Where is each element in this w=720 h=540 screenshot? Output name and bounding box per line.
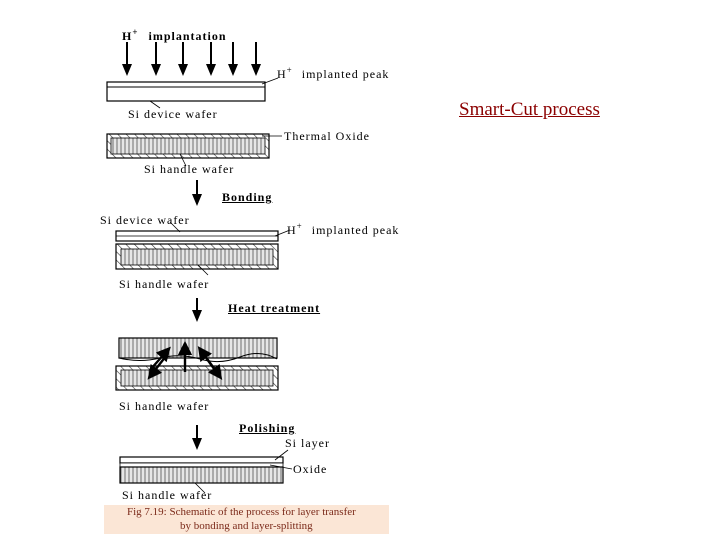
caption-line-2: by bonding and layer-splitting [180, 520, 313, 532]
h-implantation-label: H+ implantation [122, 27, 227, 43]
handle-wafer-1 [106, 133, 282, 167]
heat-treatment-arrow [192, 298, 202, 322]
arrow-2 [151, 42, 161, 76]
bonded-stack [115, 221, 291, 276]
si-handle-wafer-label-2: Si handle wafer [119, 277, 210, 291]
slide-title: Smart-Cut process [459, 99, 600, 120]
arrow-6 [251, 42, 261, 76]
si-device-wafer-label-1: Si device wafer [128, 107, 218, 121]
arrow-3 [178, 42, 188, 76]
implantation-arrows [122, 42, 261, 76]
figure-caption: Fig 7.19: Schematic of the process for l… [104, 505, 389, 534]
bonding-arrow [192, 180, 202, 206]
arrow-5 [228, 42, 238, 76]
thermal-oxide-label: Thermal Oxide [284, 129, 370, 143]
bonding-label: Bonding [222, 190, 273, 204]
si-device-wafer-label-2: Si device wafer [100, 213, 190, 227]
arrow-4 [206, 42, 216, 76]
implanted-peak-label-1: H+ implanted peak [277, 65, 390, 81]
polishing-label: Polishing [239, 421, 296, 435]
caption-line-1: Fig 7.19: Schematic of the process for l… [127, 506, 356, 518]
heat-treatment-label: Heat treatment [228, 301, 321, 315]
si-handle-wafer-label-3: Si handle wafer [119, 399, 210, 413]
si-layer-label: Si layer [285, 436, 330, 450]
oxide-label: Oxide [293, 462, 328, 476]
si-handle-wafer-label-4: Si handle wafer [122, 488, 213, 502]
soi-result [119, 449, 293, 494]
implanted-peak-label-2: H+ implanted peak [287, 221, 400, 237]
si-handle-wafer-label-1: Si handle wafer [144, 162, 235, 176]
split-stack [115, 337, 279, 391]
polishing-arrow [192, 425, 202, 450]
device-wafer-1 [106, 77, 279, 109]
arrow-1 [122, 42, 132, 76]
